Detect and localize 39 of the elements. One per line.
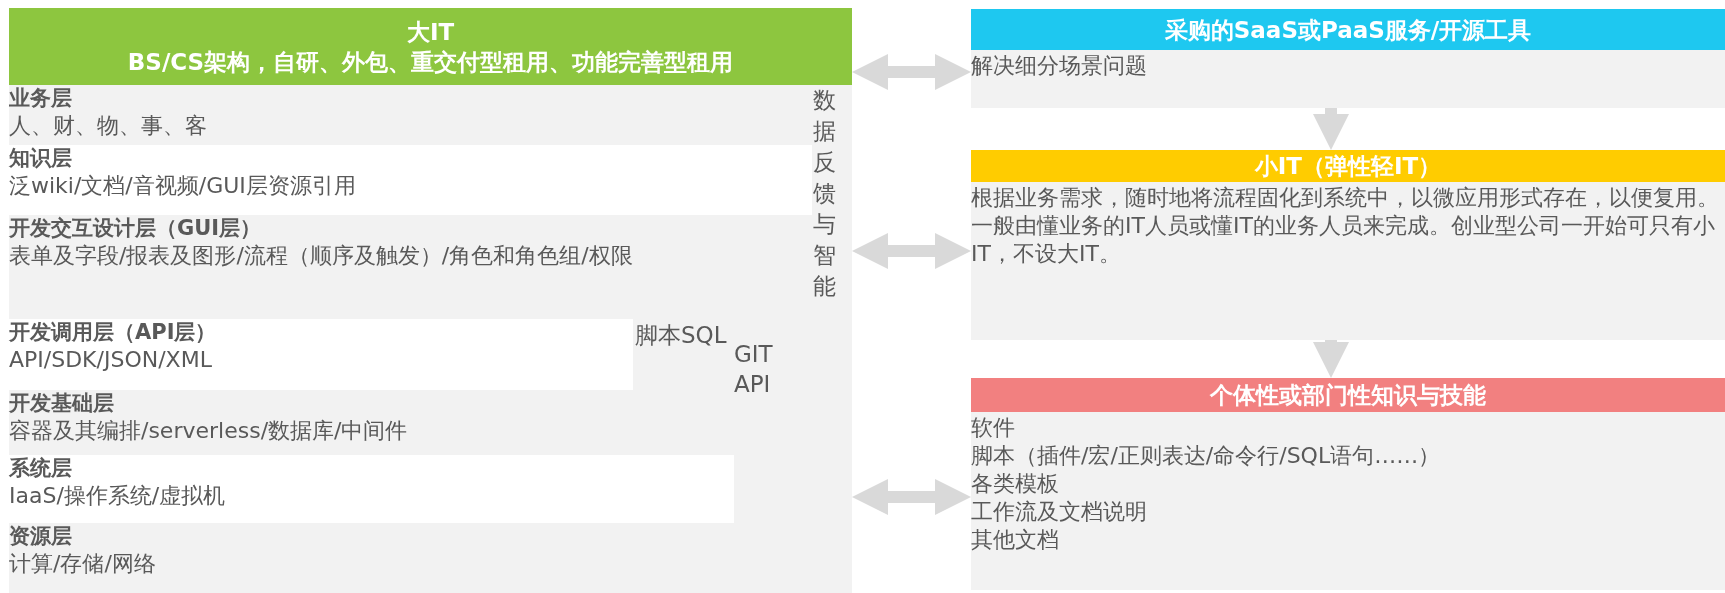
column-label: 数据反馈与智能 — [812, 86, 836, 301]
layer-description: 泛wiki/文档/音视频/GUI层资源引用 — [9, 172, 357, 199]
heading: 采购的SaaS或PaaS服务/开源工具 — [1164, 15, 1532, 45]
double-arrow — [852, 54, 971, 90]
subheading: BS/CS架构，自研、外包、重交付型租用、功能完善型租用 — [127, 47, 734, 77]
layer-title: 开发交互设计层（GUI层） — [9, 215, 263, 242]
description-text: 一般由懂业务的IT人员或懂IT的业务人员来完成。创业型公司一开始可只有小IT，不设大IT。 — [971, 212, 1716, 268]
stack-panel — [9, 8, 852, 593]
description-text: 软件 — [971, 414, 1016, 442]
heading: 个体性或部门性知识与技能 — [1210, 381, 1486, 410]
heading: 小IT（弹性轻IT） — [1254, 152, 1442, 181]
description-text: 各类模板 — [971, 470, 1060, 498]
info-card — [971, 378, 1725, 590]
layer-description: API/SDK/JSON/XML — [9, 346, 213, 373]
layer-description: 计算/存储/网络 — [9, 550, 157, 577]
info-card — [971, 150, 1725, 340]
description-text: 根据业务需求，随时地将流程固化到系统中，以微应用形式存在，以便复用。 — [971, 184, 1720, 212]
layer-title: 开发调用层（API层） — [9, 319, 218, 346]
layer-description: 容器及其编排/serverless/数据库/中间件 — [9, 417, 409, 444]
layer-title: 系统层 — [9, 455, 73, 482]
description-text: 其他文档 — [971, 526, 1060, 554]
arrow — [1313, 340, 1349, 378]
description-text: 解决细分场景问题 — [971, 52, 1148, 80]
description-text: 工作流及文档说明 — [971, 498, 1148, 526]
column-label: GIT API — [734, 340, 774, 399]
layer-title: 业务层 — [9, 85, 73, 112]
layer-description: 表单及字段/报表及图形/流程（顺序及触发）/角色和角色组/权限 — [9, 242, 633, 269]
arrow — [1313, 108, 1349, 150]
layer-title: 知识层 — [9, 145, 73, 172]
info-card — [971, 9, 1725, 108]
double-arrow — [852, 479, 971, 515]
layer-title: 开发基础层 — [9, 390, 115, 417]
column-label: 脚本SQL — [635, 321, 727, 350]
layer-description: 人、财、物、事、客 — [9, 112, 208, 139]
layer-description: IaaS/操作系统/虚拟机 — [9, 482, 227, 509]
heading: 大IT — [406, 17, 455, 47]
description-text: 脚本（插件/宏/正则表达/命令行/SQL语句……） — [971, 442, 1442, 470]
layer-title: 资源层 — [9, 523, 73, 550]
double-arrow — [852, 233, 971, 269]
